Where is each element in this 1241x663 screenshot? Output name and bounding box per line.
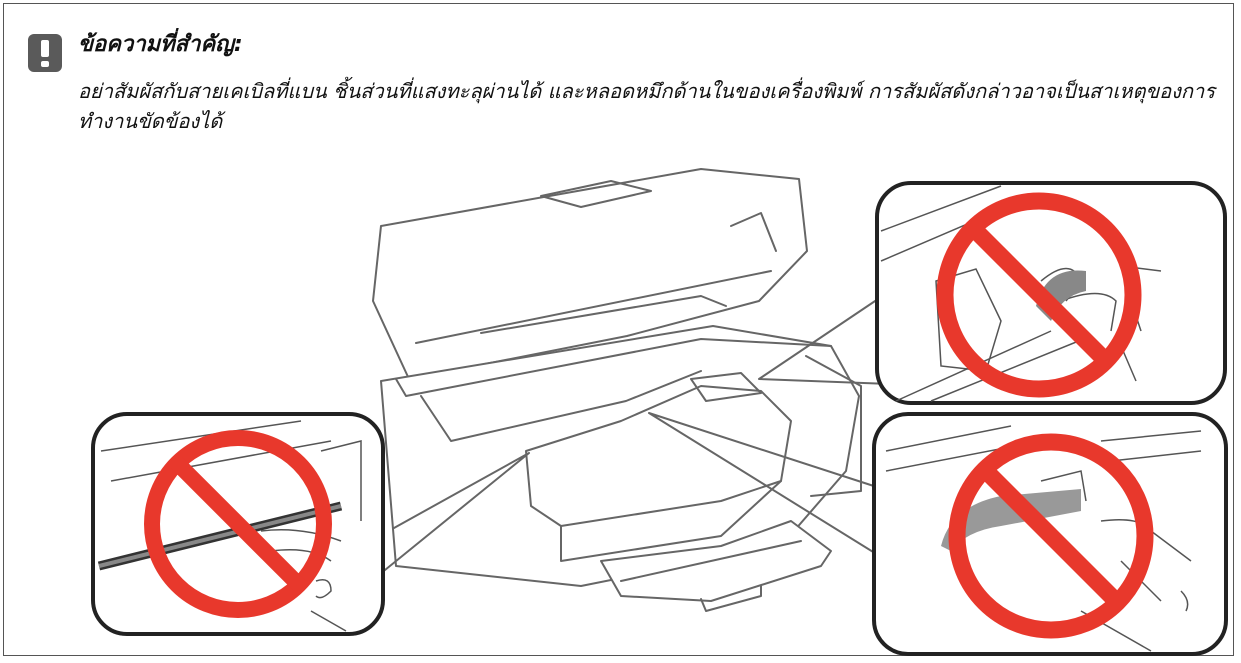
prohibition-icon [948, 433, 1154, 639]
printer-illustration [91, 168, 1228, 656]
notice-title: ข้อความที่สำคัญ: [78, 32, 243, 57]
prohibition-icon [144, 430, 332, 618]
notice-body: อย่าสัมผัสกับสายเคเบิลที่แบน ชิ้นส่วนที่… [78, 79, 1215, 133]
exclamation-icon [28, 34, 62, 72]
important-notice: ข้อความที่สำคัญ: อย่าสัมผัสกับสายเคเบิลท… [3, 3, 1234, 656]
prohibition-icon [936, 192, 1142, 398]
